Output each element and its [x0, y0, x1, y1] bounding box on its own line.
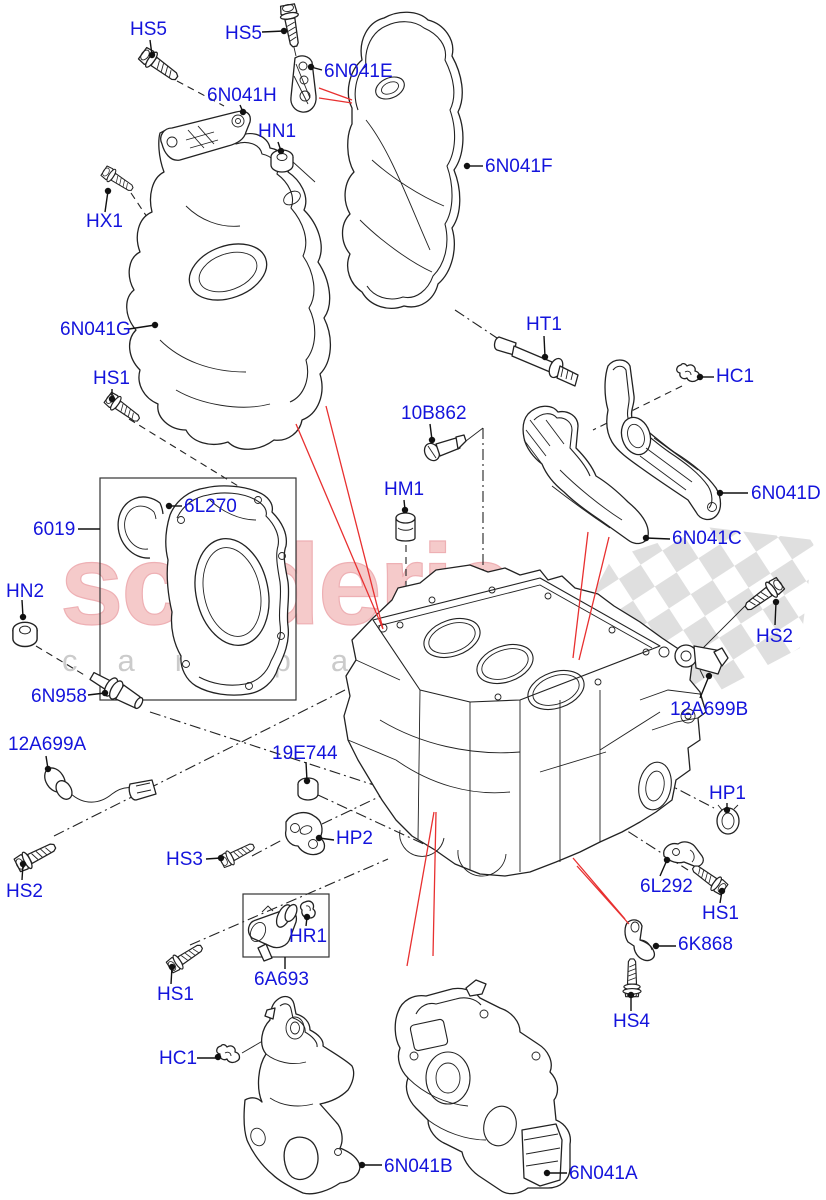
part-label-6a693: 6A693	[254, 969, 309, 990]
leader-lines	[19, 27, 780, 1177]
part-label-6l270: 6L270	[184, 496, 237, 517]
part-label-hm1: HM1	[384, 479, 425, 500]
part-label-hs1-c: HS1	[157, 984, 194, 1005]
part-label-hn1: HN1	[258, 121, 297, 142]
part-6n958-shaft	[89, 671, 144, 710]
hn2-nut	[12, 621, 38, 648]
part-hp1-clip	[716, 804, 740, 835]
part-6n041f-heat-shield	[341, 11, 464, 309]
part-label-hs2-b: HS2	[756, 626, 793, 647]
part-label-6n041d: 6N041D	[751, 483, 821, 504]
part-6n041d	[604, 359, 722, 521]
part-hm1-plug	[395, 512, 416, 542]
part-6k868	[624, 919, 656, 962]
part-6n041e	[290, 55, 317, 113]
part-12a699b-sensor	[674, 644, 729, 679]
part-10b862-sensor	[423, 434, 467, 462]
part-label-6n041g: 6N041G	[60, 319, 131, 340]
part-label-hs1-a: HS1	[93, 368, 130, 389]
part-label-12a699a: 12A699A	[8, 734, 87, 755]
part-label-6k868: 6K868	[678, 934, 733, 955]
part-label-hs3: HS3	[166, 849, 203, 870]
part-label-12a699b: 12A699B	[670, 699, 749, 720]
part-6n041h-bracket	[160, 110, 251, 161]
part-6a693-solenoid	[247, 903, 298, 962]
hs2-bolt-left	[12, 837, 60, 875]
part-label-hx1: HX1	[86, 211, 123, 232]
ht1-stud	[493, 336, 579, 387]
hs1-bolt-upper	[102, 390, 144, 427]
part-6a693-group	[242, 893, 330, 962]
part-label-hc1-a: HC1	[716, 366, 755, 387]
part-label-hp1: HP1	[709, 783, 746, 804]
hc1-clip-upper	[676, 362, 701, 383]
part-label-hp2: HP2	[336, 828, 373, 849]
hs5-bolt-top	[277, 2, 305, 49]
hc1-clip-bottom	[216, 1043, 241, 1064]
part-12a699a-sensor	[44, 767, 157, 803]
part-label-6n041c: 6N041C	[672, 528, 742, 549]
part-label-19e744: 19E744	[272, 743, 338, 764]
part-hp2	[284, 811, 326, 856]
part-label-6n041b: 6N041B	[384, 1156, 453, 1177]
part-hr1-clip	[299, 900, 316, 919]
part-6l292-bracket	[663, 841, 704, 868]
part-label-hs5-b: HS5	[225, 23, 262, 44]
part-timing-cover-gasket	[165, 485, 290, 696]
part-label-hs1-b: HS1	[702, 903, 739, 924]
part-label-hs5-a: HS5	[130, 19, 167, 40]
part-6019-kit-box	[99, 477, 297, 701]
part-label-ht1: HT1	[526, 314, 562, 335]
hs5-bolt-left	[136, 45, 183, 86]
hs3-bolt	[217, 838, 258, 870]
part-label-6n958: 6N958	[31, 686, 87, 707]
engine-block	[343, 564, 707, 877]
part-label-6n041e: 6N041E	[324, 61, 393, 82]
part-label-6n041a: 6N041A	[569, 1163, 638, 1184]
part-label-hs2-a: HS2	[6, 881, 43, 902]
part-6n041a	[394, 979, 572, 1195]
part-label-6l292: 6L292	[640, 876, 693, 897]
part-label-10b862: 10B862	[401, 403, 467, 424]
hs4-bolt	[622, 958, 642, 998]
part-label-hc1-b: HC1	[159, 1048, 198, 1069]
part-label-hs4: HS4	[613, 1011, 650, 1032]
part-label-hr1: HR1	[289, 926, 328, 947]
part-label-6n041f: 6N041F	[485, 156, 553, 177]
part-6n041b	[243, 995, 361, 1195]
part-label-6n041h: 6N041H	[207, 85, 277, 106]
part-6n041g-heat-shield	[126, 127, 331, 450]
part-label-6019: 6019	[33, 519, 76, 540]
part-label-hn2: HN2	[6, 581, 45, 602]
